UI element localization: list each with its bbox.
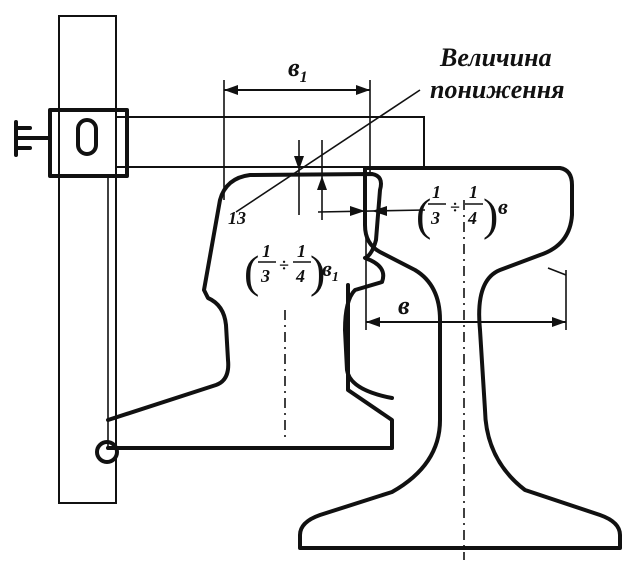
svg-text:3: 3 [430, 208, 440, 228]
b-arrow-right [552, 317, 566, 327]
svg-text:1: 1 [469, 182, 478, 202]
svg-text:1: 1 [432, 182, 441, 202]
gauge-lower-bar [106, 283, 394, 450]
leader-line [235, 89, 421, 213]
gauge-pivot [95, 440, 119, 464]
clamp-slot [76, 118, 98, 156]
svg-text:(: ( [244, 246, 259, 297]
label-b1: в1 [288, 53, 308, 86]
new-rail-profile [298, 166, 622, 550]
label-thirteen: 13 [228, 208, 246, 228]
offset-arrow-right [372, 206, 387, 216]
svg-text:4: 4 [295, 266, 305, 286]
svg-text:1: 1 [262, 241, 271, 261]
worn-rail-profile [106, 172, 394, 422]
svg-text:1: 1 [297, 241, 306, 261]
svg-text:÷: ÷ [450, 197, 460, 217]
offset-dim-line [317, 209, 426, 213]
svg-text:4: 4 [467, 208, 477, 228]
depth-arrow-up [317, 176, 327, 190]
offset-arrow-left [350, 206, 365, 216]
clamp-block [48, 108, 129, 178]
label-title-line2: пониження [430, 75, 565, 104]
b1-arrow-left [224, 85, 238, 95]
thumb-screw-icon [14, 120, 52, 157]
b1-arrow-right [356, 85, 370, 95]
svg-text:в: в [498, 194, 508, 219]
label-b: в [398, 291, 410, 320]
svg-text:3: 3 [260, 266, 270, 286]
depth-arrow-down [294, 156, 304, 170]
svg-text:(: ( [416, 189, 431, 240]
svg-text:): ) [310, 246, 325, 297]
svg-text:÷: ÷ [279, 255, 289, 275]
gauge-post [58, 15, 117, 504]
label-title-line1: Величина [439, 43, 552, 72]
svg-text:в1: в1 [322, 256, 339, 285]
svg-text:): ) [483, 189, 498, 240]
left-fraction: ( 1 3 ÷ 1 4 ) в1 [244, 241, 339, 297]
right-fraction: ( 1 3 ÷ 1 4 ) в [416, 182, 508, 240]
b-arrow-left [366, 317, 380, 327]
b-tick [547, 267, 567, 276]
gauge-arm [115, 116, 425, 168]
